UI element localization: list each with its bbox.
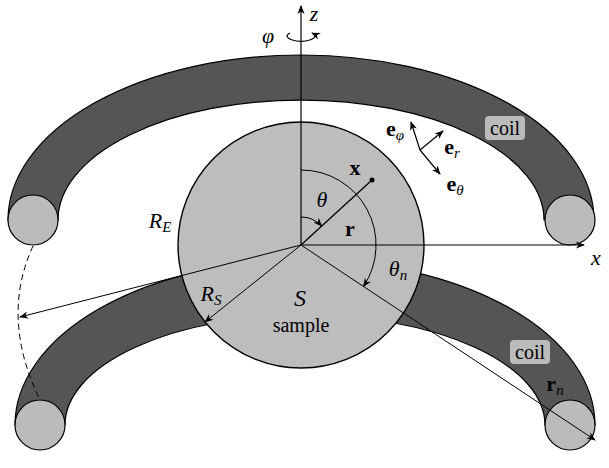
symbol-label: er: [444, 136, 460, 161]
symbol-label: x: [350, 157, 361, 179]
part-name: coil: [490, 118, 520, 138]
coil-radius: [301, 245, 595, 440]
point: [370, 178, 375, 183]
x-axis: [301, 244, 584, 245]
symbol-label: eφ: [386, 118, 404, 143]
outer-radius: [20, 245, 301, 317]
sample-symbol: S: [294, 286, 306, 310]
symbol-label: eθ: [446, 173, 463, 198]
symbol-label: RE: [149, 210, 172, 235]
position-vector: [301, 180, 372, 245]
symbol-label: θ: [317, 189, 328, 211]
coil-end: [15, 400, 65, 450]
coil: coil: [510, 340, 550, 364]
coil: coil: [485, 116, 525, 140]
coil-end: [545, 400, 595, 450]
theta-n-arc: [301, 170, 376, 287]
symbol-label: r: [345, 218, 355, 240]
symbol-label: x: [591, 247, 601, 269]
sample-radius: [205, 245, 301, 322]
symbol-label: rn: [546, 373, 563, 398]
symbol-label: RS: [201, 283, 222, 308]
symbol-label: φ: [262, 25, 274, 47]
coil-end: [8, 195, 58, 245]
symbol-label: z: [310, 3, 319, 25]
symbol-label: θn: [389, 258, 407, 283]
unit-vector: [411, 122, 420, 150]
unit-vector: [420, 150, 440, 174]
coil-end: [545, 195, 595, 245]
theta-arc: [301, 217, 322, 226]
part-name: coil: [515, 342, 545, 362]
radius-arc: [18, 246, 40, 400]
sample-sphere: Ssample: [178, 122, 424, 368]
part-name: sample: [273, 315, 330, 335]
rotation-arrow: [287, 33, 315, 41]
unit-vector: [420, 131, 443, 150]
